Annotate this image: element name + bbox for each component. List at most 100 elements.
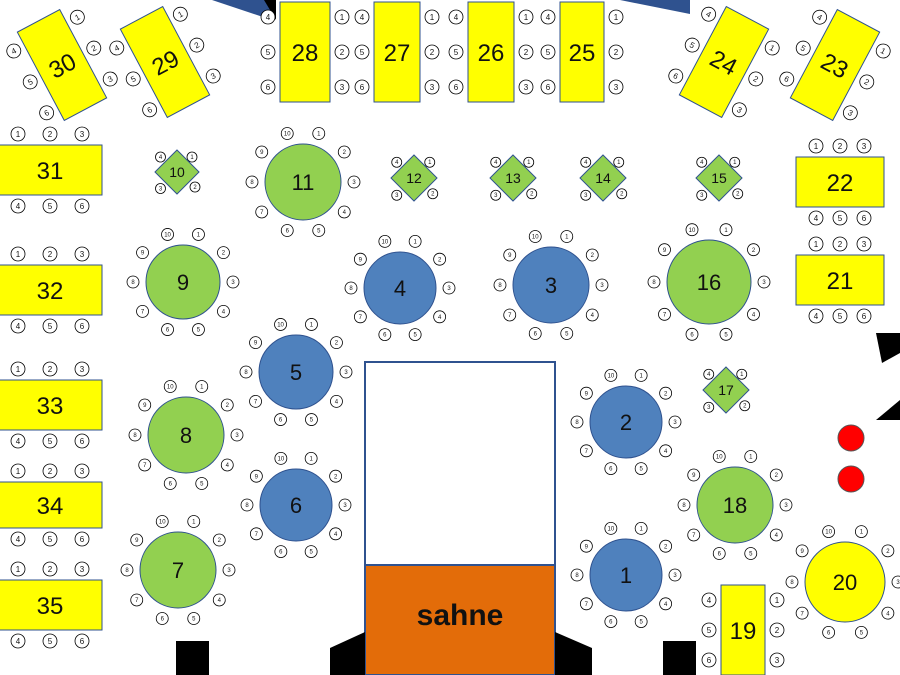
seat[interactable]: 2 [747, 243, 760, 257]
seat[interactable]: 8 [677, 498, 691, 512]
seat[interactable]: 3 [856, 138, 872, 154]
seat[interactable]: 5 [634, 462, 648, 476]
seat[interactable]: 3 [230, 428, 244, 442]
seat[interactable]: 1 [192, 228, 205, 241]
seat[interactable]: 8 [128, 428, 142, 442]
seat[interactable]: 6 [161, 323, 174, 336]
seat[interactable]: 4 [10, 531, 26, 547]
seat[interactable]: 6 [140, 100, 159, 119]
seat[interactable]: 6 [280, 224, 294, 237]
seat[interactable]: 4 [448, 9, 464, 25]
seat[interactable]: 7 [658, 307, 671, 321]
seat[interactable]: 1 [304, 451, 318, 465]
seat[interactable]: 6 [37, 103, 56, 122]
seat[interactable]: 3 [74, 561, 90, 577]
seat[interactable]: 9 [687, 468, 701, 482]
seat[interactable]: 2 [424, 44, 440, 60]
seat[interactable]: 3 [74, 126, 90, 142]
seat[interactable]: 1 [186, 151, 198, 163]
seat[interactable]: 3 [730, 100, 749, 119]
seat[interactable]: 1 [68, 8, 87, 27]
seat[interactable]: 5 [540, 44, 556, 60]
seat[interactable]: 9 [658, 243, 671, 257]
seat[interactable]: 3 [891, 575, 900, 589]
seat[interactable]: 6 [260, 79, 276, 95]
seat[interactable]: 4 [699, 5, 718, 24]
seat[interactable]: 6 [604, 615, 618, 629]
seat[interactable]: 4 [747, 307, 760, 321]
seat[interactable]: 6 [74, 433, 90, 449]
seat[interactable]: 10 [378, 234, 392, 248]
seat[interactable]: 2 [334, 44, 350, 60]
seat[interactable]: 9 [795, 544, 809, 558]
seat[interactable]: 2 [189, 181, 201, 193]
seat[interactable]: 4 [580, 156, 592, 168]
seat[interactable]: 2 [616, 188, 628, 200]
seat[interactable]: 7 [255, 205, 269, 219]
seat[interactable]: 2 [337, 145, 351, 159]
seat[interactable]: 2 [217, 246, 230, 260]
seat[interactable]: 2 [427, 188, 439, 200]
seat[interactable]: 2 [526, 188, 538, 200]
seat[interactable]: 8 [120, 563, 134, 577]
seat[interactable]: 4 [490, 156, 502, 168]
seat[interactable]: 10 [528, 230, 542, 243]
seat[interactable]: 10 [274, 451, 288, 465]
seat[interactable]: 2 [769, 622, 785, 638]
seat[interactable]: 3 [668, 415, 682, 429]
seat[interactable]: 3 [856, 236, 872, 252]
seat[interactable]: 4 [155, 151, 166, 163]
seat[interactable]: 1 [729, 156, 741, 168]
seat[interactable]: 7 [579, 597, 593, 611]
seat[interactable]: 3 [334, 79, 350, 95]
seat[interactable]: 4 [391, 156, 403, 168]
seat[interactable]: 5 [832, 210, 848, 226]
seat[interactable]: 4 [10, 633, 26, 649]
seat[interactable]: 7 [503, 308, 517, 322]
seat[interactable]: 6 [604, 462, 618, 476]
seat[interactable]: 3 [490, 189, 502, 201]
seat[interactable]: 3 [757, 275, 771, 289]
seat[interactable]: 7 [249, 394, 262, 408]
seat[interactable]: 1 [763, 39, 782, 58]
seat[interactable]: 5 [634, 615, 648, 629]
seat[interactable]: 2 [608, 44, 624, 60]
seat[interactable]: 10 [155, 515, 169, 528]
seat[interactable]: 5 [832, 308, 848, 324]
seat[interactable]: 5 [744, 547, 758, 560]
seat[interactable]: 3 [518, 79, 534, 95]
seat[interactable]: 1 [305, 318, 318, 331]
seat[interactable]: 6 [74, 198, 90, 214]
seat[interactable]: 8 [126, 275, 140, 289]
seat[interactable]: 1 [10, 463, 26, 479]
seat[interactable]: 3 [204, 67, 223, 86]
seat[interactable]: 8 [570, 568, 584, 582]
seat[interactable]: 10 [685, 223, 699, 237]
seat[interactable]: 3 [74, 463, 90, 479]
seat[interactable]: 3 [595, 278, 609, 292]
seat[interactable]: 8 [570, 415, 584, 429]
seat[interactable]: 1 [560, 230, 574, 243]
seat[interactable]: 2 [42, 463, 58, 479]
seat[interactable]: 4 [810, 8, 829, 27]
seat[interactable]: 6 [777, 70, 796, 89]
seat[interactable]: 3 [769, 652, 785, 668]
seat[interactable]: 2 [220, 398, 234, 412]
seat[interactable]: 6 [701, 652, 717, 668]
seat[interactable]: 4 [10, 318, 26, 334]
seat[interactable]: 5 [312, 224, 326, 237]
seat[interactable]: 4 [808, 308, 824, 324]
seat[interactable]: 3 [779, 498, 793, 512]
seat[interactable]: 1 [874, 42, 893, 61]
seat[interactable]: 1 [10, 126, 26, 142]
seat[interactable]: 7 [130, 593, 144, 607]
